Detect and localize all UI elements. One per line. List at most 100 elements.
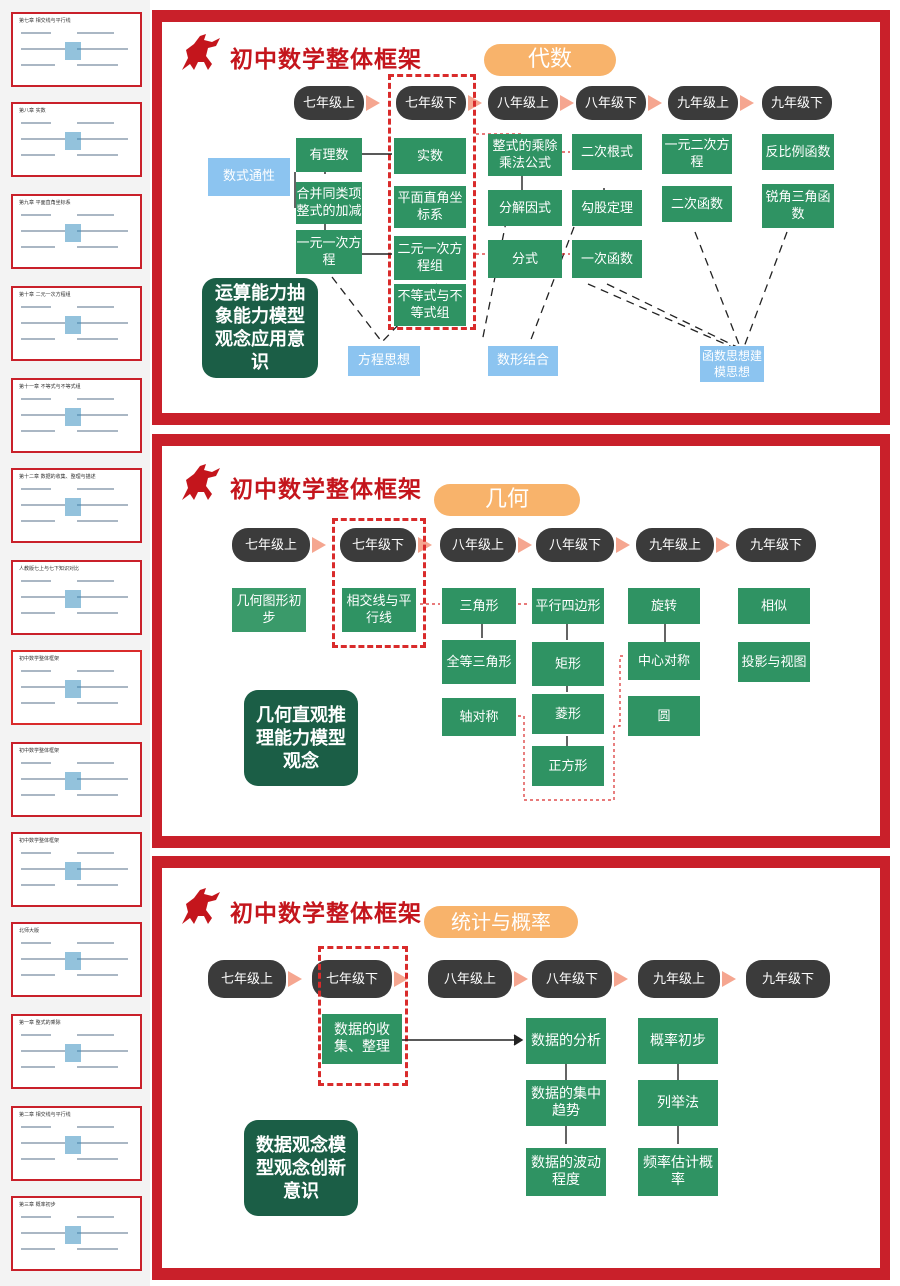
thumbnail-box [65,498,81,516]
horse-icon [182,34,220,70]
slide-thumbnail[interactable]: 第八章 实数 [11,102,142,177]
thumbnail-line [21,974,55,976]
arrow-icon [518,537,532,553]
grade-7-down: 七年级下 [312,960,392,998]
thumbnail-title: 第三章 概率初步 [19,1202,56,1208]
thumbnail-title: 第十一章 不等式与不等式组 [19,384,81,390]
thumbnail-box [65,952,81,970]
box-fangcheng: 方程思想 [348,346,420,376]
thumbnail-line [21,702,55,704]
slide-thumbnail[interactable]: 初中数学整体框架 [11,650,142,725]
thumbnail-line [21,778,65,780]
thumbnail-line [21,1142,65,1144]
grade-8-down: 八年级下 [536,528,614,562]
thumbnail-line [21,398,51,400]
thumbnail-line [21,580,51,582]
thumbnail-line [77,338,118,340]
thumbnail-line [77,1216,114,1218]
thumbnail-line [21,306,51,308]
slide-thumbnail[interactable]: 第九章 平面直角坐标系 [11,194,142,269]
slide-thumbnail[interactable]: 第一章 整式的乘除 [11,1014,142,1089]
thumbnail-box [65,680,81,698]
focus-highlight [388,74,476,330]
thumbnail-line [21,504,65,506]
slide-algebra: 初中数学整体框架 代数 七年级上 七年级下 八年级上 八年级下 九年级上 九年级… [152,10,890,425]
thumbnail-line [21,122,51,124]
arrow-icon [716,537,730,553]
box-yici: 一次函数 [572,240,642,278]
thumbnail-line [21,1216,51,1218]
thumbnail-line [21,138,65,140]
thumbnail-line [77,958,128,960]
thumbnail-box [65,1044,81,1062]
slide-thumbnail[interactable]: 第七章 相交线与平行线 [11,12,142,87]
thumbnail-line [77,214,114,216]
thumbnail-line [77,154,118,156]
grade-9-down: 九年级下 [746,960,830,998]
thumbnail-title: 第一章 整式的乘除 [19,1020,61,1026]
thumbnail-line [77,794,118,796]
slide-thumbnail[interactable]: 初中数学整体框架 [11,832,142,907]
slide-thumbnail[interactable]: 第十二章 数据的收集、整理与描述 [11,468,142,543]
slide-title: 初中数学整体框架 [230,477,422,503]
grade-8-down: 八年级下 [576,86,646,120]
box-eryuan: 二元一次方程组 [394,236,466,280]
thumbnail-line [21,596,65,598]
slide-thumbnail[interactable]: 北师大版 [11,922,142,997]
arrow-icon [312,537,326,553]
section-badge: 统计与概率 [424,906,578,938]
thumbnail-line [21,794,55,796]
box-gougu: 勾股定理 [572,190,642,226]
slide-thumbnail-panel: 第七章 相交线与平行线第八章 实数第九章 平面直角坐标系第十章 二元一次方程组第… [0,0,150,1286]
focus-highlight [318,946,408,1086]
box-shuxing: 数形结合 [488,346,558,376]
box-youlishu: 有理数 [296,138,362,172]
box-juxing: 矩形 [532,642,604,686]
thumbnail-title: 初中数学整体框架 [19,838,60,844]
thumbnail-line [21,1126,51,1128]
thumbnail-line [77,686,128,688]
box-shushi: 数式通性 [208,158,290,196]
slide-thumbnail[interactable]: 第十章 二元一次方程组 [11,286,142,361]
slide-thumbnail[interactable]: 第三章 概率初步 [11,1196,142,1271]
box-gailv: 概率初步 [638,1018,718,1064]
grade-7-up: 七年级上 [208,960,286,998]
thumbnail-line [77,1232,128,1234]
arrow-icon [288,971,302,987]
thumbnail-line [21,670,51,672]
thumbnail-line [77,670,114,672]
thumbnail-line [21,230,65,232]
thumbnail-line [77,488,114,490]
thumbnail-line [21,1232,65,1234]
slide-canvas: 初中数学整体框架 几何 七年级上 七年级下 八年级上 八年级下 九年级上 九年级… [162,446,880,836]
thumbnail-title: 初中数学整体框架 [19,748,60,754]
slide-canvas: 初中数学整体框架 代数 七年级上 七年级下 八年级上 八年级下 九年级上 九年级… [162,22,880,413]
thumbnail-line [21,1248,55,1250]
thumbnail-line [21,762,51,764]
slide-canvas: 初中数学整体框架 统计与概率 七年级上 七年级下 八年级上 八年级下 九年级上 … [162,868,880,1268]
abilities-card: 运算能力抽象能力模型观念应用意识 [202,278,318,378]
thumbnail-title: 第八章 实数 [19,108,46,114]
thumbnail-line [21,1034,51,1036]
thumbnail-line [21,1066,55,1068]
thumbnail-box [65,772,81,790]
abilities-card: 数据观念模型观念创新意识 [244,1120,358,1216]
arrow-icon [722,971,736,987]
slide-thumbnail[interactable]: 人教版七上与七下知识对比 [11,560,142,635]
thumbnail-line [77,580,114,582]
slide-thumbnail[interactable]: 第十一章 不等式与不等式组 [11,378,142,453]
thumbnail-line [77,398,114,400]
box-zhengshi: 整式的乘除乘法公式 [488,134,562,176]
slide-thumbnail[interactable]: 初中数学整体框架 [11,742,142,817]
thumbnail-line [77,702,118,704]
thumbnail-line [77,246,118,248]
thumbnail-line [21,942,51,944]
box-ruijiao: 锐角三角函数 [762,184,834,228]
thumbnail-line [21,884,55,886]
slide-thumbnail[interactable]: 第二章 相交线与平行线 [11,1106,142,1181]
thumbnail-line [77,1050,128,1052]
thumbnail-line [77,1158,118,1160]
thumbnail-line [77,778,128,780]
arrow-icon [394,971,408,987]
thumbnail-line [21,520,55,522]
